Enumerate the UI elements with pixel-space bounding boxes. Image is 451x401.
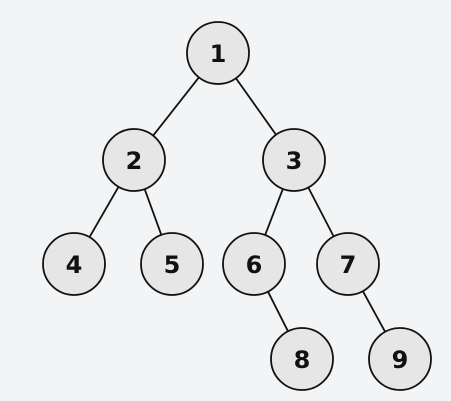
tree-node-7: 7 <box>316 232 380 296</box>
edge-2-4 <box>88 186 120 238</box>
edge-3-7 <box>307 187 335 237</box>
edge-1-3 <box>235 77 277 136</box>
edge-3-6 <box>264 188 284 236</box>
node-label-1: 1 <box>210 40 227 68</box>
edge-2-5 <box>143 188 163 236</box>
edge-6-8 <box>267 291 289 332</box>
tree-node-3: 3 <box>262 128 326 192</box>
node-circle-5 <box>140 232 204 296</box>
tree-node-8: 8 <box>270 327 334 391</box>
node-circle-7 <box>316 232 380 296</box>
node-circle-6 <box>222 232 286 296</box>
node-label-5: 5 <box>164 251 181 279</box>
node-label-9: 9 <box>392 346 409 374</box>
tree-node-5: 5 <box>140 232 204 296</box>
node-label-8: 8 <box>294 346 311 374</box>
node-circle-4 <box>42 232 106 296</box>
node-label-2: 2 <box>126 147 143 175</box>
node-circle-9 <box>368 327 432 391</box>
edges-layer <box>88 76 386 333</box>
node-label-6: 6 <box>246 251 263 279</box>
node-circle-1 <box>186 21 250 85</box>
tree-node-1: 1 <box>186 21 250 85</box>
node-circle-8 <box>270 327 334 391</box>
nodes-layer: 1 2 3 4 5 6 7 8 9 <box>42 21 432 391</box>
tree-node-4: 4 <box>42 232 106 296</box>
tree-node-2: 2 <box>102 128 166 192</box>
edge-1-2 <box>152 76 200 137</box>
node-circle-2 <box>102 128 166 192</box>
edge-7-9 <box>362 290 386 333</box>
tree-node-6: 6 <box>222 232 286 296</box>
tree-node-9: 9 <box>368 327 432 391</box>
node-label-3: 3 <box>286 147 303 175</box>
node-circle-3 <box>262 128 326 192</box>
node-label-7: 7 <box>340 251 357 279</box>
node-label-4: 4 <box>66 251 83 279</box>
